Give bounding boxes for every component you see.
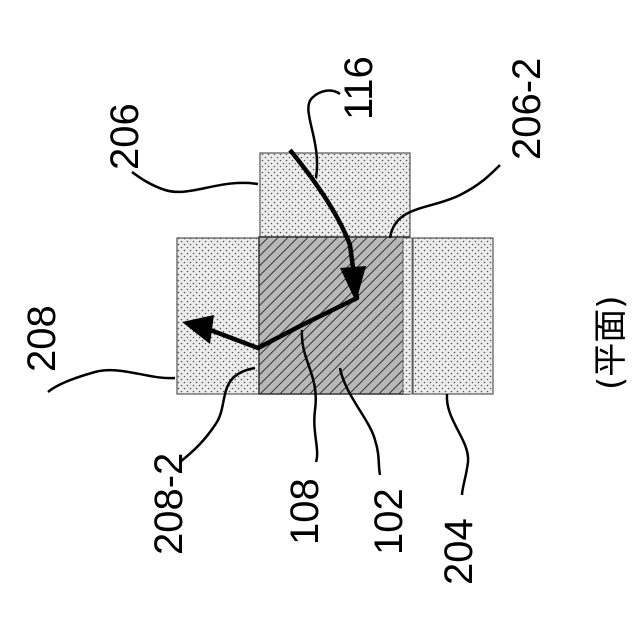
edge-206-2	[403, 238, 412, 394]
label-208: 208	[20, 305, 64, 372]
label-204: 204	[437, 518, 481, 585]
region-102	[259, 237, 409, 394]
region-206	[260, 153, 410, 237]
label-206: 206	[103, 103, 147, 170]
leader-208	[48, 370, 175, 392]
label-102: 102	[367, 488, 411, 555]
leader-206	[132, 172, 258, 192]
leader-204	[447, 394, 468, 495]
label-116: 116	[337, 56, 381, 120]
label-208-2: 208-2	[147, 453, 191, 555]
label-108: 108	[283, 478, 327, 545]
region-204	[413, 238, 493, 394]
label-206-2: 206-2	[505, 58, 549, 160]
figure-caption: (平面)	[591, 295, 631, 390]
